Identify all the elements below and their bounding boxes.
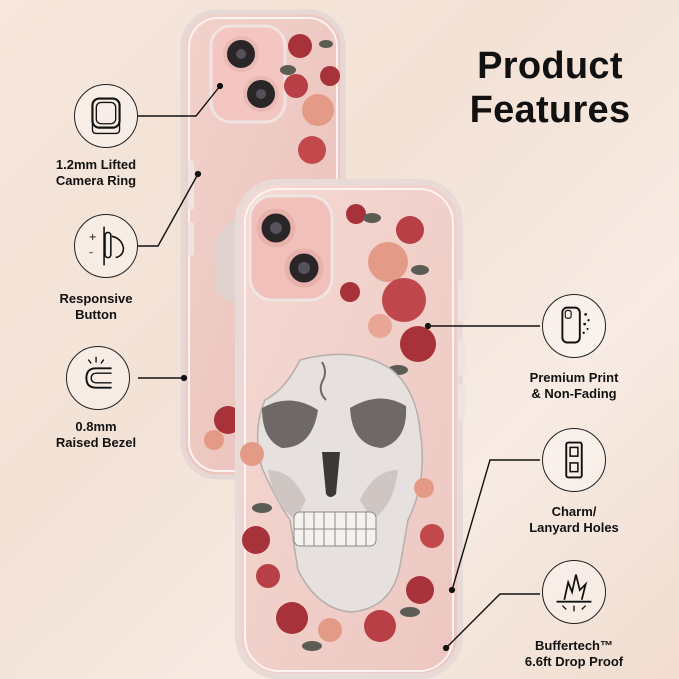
lanyard-feature-label: Charm/ Lanyard Holes <box>529 504 619 535</box>
title-line-1: Product <box>477 45 623 87</box>
camera-ring-feature-badge <box>74 84 138 148</box>
bezel-feature-label: 0.8mm Raised Bezel <box>55 419 137 450</box>
print-feature-badge <box>542 294 606 358</box>
lanyard-feature-badge <box>542 428 606 492</box>
page-title: Product Features <box>440 44 660 132</box>
button-icon: + – <box>89 226 125 266</box>
print-feature-label: Premium Print & Non-Fading <box>529 370 619 401</box>
svg-text:–: – <box>89 248 94 259</box>
svg-text:+: + <box>89 232 97 243</box>
bezel-icon <box>85 356 112 389</box>
lanyard-hole-icon <box>565 441 583 479</box>
button-feature-label: Responsive Button <box>59 291 133 322</box>
title-line-2: Features <box>469 89 631 131</box>
print-icon <box>561 306 590 344</box>
bezel-feature-badge <box>66 346 130 410</box>
front-phone <box>235 179 465 679</box>
drop-proof-icon <box>556 574 592 612</box>
drop-proof-feature-label: Buffertech™ 6.6ft Drop Proof <box>524 638 624 669</box>
button-feature-badge: + – <box>74 214 138 278</box>
camera-ring-icon <box>91 97 121 135</box>
drop-proof-feature-badge <box>542 560 606 624</box>
camera-ring-feature-label: 1.2mm Lifted Camera Ring <box>55 157 137 188</box>
